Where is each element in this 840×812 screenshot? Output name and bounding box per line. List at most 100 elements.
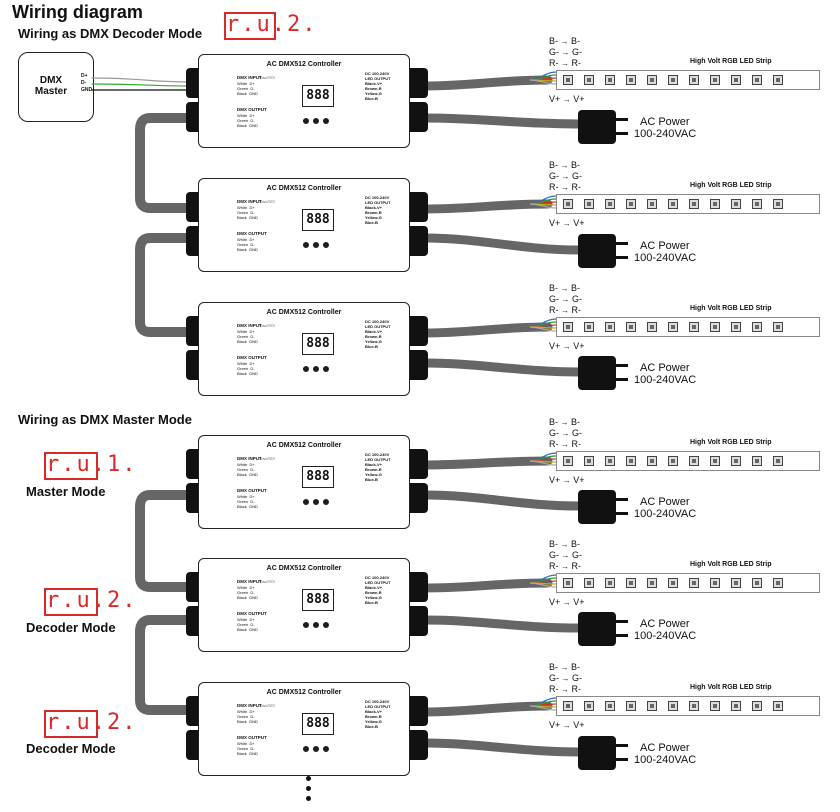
- controller-name: AC DMX512 Controller: [266, 185, 342, 192]
- button-labels: 0-5 0-8 0-8: [303, 119, 329, 123]
- wire-label-left: B-: [549, 36, 558, 46]
- plug-prong: [616, 634, 628, 637]
- button: [313, 366, 319, 372]
- button: [303, 746, 309, 752]
- dmx-input-lines: White D+ Green D- Black GND: [237, 329, 258, 344]
- arrow-icon: →: [561, 551, 570, 560]
- led-chip: [710, 75, 720, 85]
- led-chip: [584, 701, 594, 711]
- dmx-pin-dminus: D-: [81, 80, 87, 86]
- button: [313, 622, 319, 628]
- led-output-spec: DC 100-240V LED OUTPUT Black-V+ Brown-R …: [365, 319, 391, 349]
- led-chip: [731, 199, 741, 209]
- led-chip: [773, 701, 783, 711]
- wire-label-right: G-: [572, 47, 583, 57]
- ac-power-line1: AC Power: [640, 362, 690, 374]
- led-chip: [647, 701, 657, 711]
- wire-label-right: R-: [571, 182, 582, 192]
- dmx-master-label-1: DMX: [39, 75, 63, 86]
- wire-label-right: R-: [571, 305, 582, 315]
- led-chip: [647, 456, 657, 466]
- led-display: 888: [302, 333, 334, 355]
- arrow-icon: →: [561, 48, 570, 57]
- led-chip: [668, 578, 678, 588]
- led-strip: [556, 451, 820, 471]
- led-chip: [626, 199, 636, 209]
- ac-plug-icon: [578, 490, 616, 524]
- led-chip: [731, 75, 741, 85]
- led-chip: [773, 322, 783, 332]
- button: [303, 622, 309, 628]
- dmx-output-lines: White D+ Green D- Black GND: [237, 741, 258, 756]
- led-chip: [731, 456, 741, 466]
- ac-plug-icon: [578, 736, 616, 770]
- ac-power-line1: AC Power: [640, 618, 690, 630]
- button-labels: 0-5 0-8 0-8: [303, 623, 329, 627]
- led-chip: [647, 578, 657, 588]
- led-chip: [689, 199, 699, 209]
- dmx-input-title: DMX INPUT: [237, 75, 262, 80]
- led-output-spec: DC 100-240V LED OUTPUT Black-V+ Brown-R …: [365, 71, 391, 101]
- wire-label-right: G-: [572, 550, 583, 560]
- led-chip: [563, 322, 573, 332]
- controller-name: AC DMX512 Controller: [266, 61, 342, 68]
- button-group: [303, 739, 335, 757]
- arrow-icon: →: [561, 685, 570, 694]
- decoder-mode-label-2: Decoder Mode: [26, 741, 116, 756]
- arrow-icon: →: [561, 562, 570, 571]
- vplus-right: V+: [573, 597, 585, 607]
- ac-plug-icon: [578, 110, 616, 144]
- led-chip: [689, 456, 699, 466]
- led-chip: [626, 578, 636, 588]
- led-chip: [773, 456, 783, 466]
- ac-power-line1: AC Power: [640, 496, 690, 508]
- wire-label-left: B-: [549, 283, 558, 293]
- led-chip: [626, 75, 636, 85]
- button: [313, 118, 319, 124]
- wire-label-right: G-: [572, 428, 583, 438]
- led-chip: [752, 199, 762, 209]
- led-chip: [710, 322, 720, 332]
- controller-name: AC DMX512 Controller: [266, 689, 342, 696]
- dmx-input-title: DMX INPUT: [237, 703, 262, 708]
- led-chip: [752, 456, 762, 466]
- strip-label: High Volt RGB LED Strip: [690, 182, 772, 189]
- ac-power-line1: AC Power: [640, 742, 690, 754]
- section-title-master: Wiring as DMX Master Mode: [18, 412, 192, 427]
- wire-label-left: G-: [549, 550, 559, 560]
- led-output-spec: DC 100-240V LED OUTPUT Black-V+ Brown-R …: [365, 195, 391, 225]
- arrow-icon: →: [561, 674, 570, 683]
- led-chip: [689, 75, 699, 85]
- vplus-left: V+: [549, 94, 561, 104]
- vplus-right: V+: [573, 218, 585, 228]
- led-display: 888: [302, 85, 334, 107]
- section-title-decoder: Wiring as DMX Decoder Mode: [18, 26, 203, 41]
- ac-power-line2: 100-240VAC: [634, 128, 697, 140]
- wire-label-right: G-: [572, 673, 583, 683]
- ac-power-line2: 100-240VAC: [634, 754, 697, 766]
- ac-power-line1: AC Power: [640, 240, 690, 252]
- plug-prong: [616, 498, 628, 501]
- led-chip: [647, 75, 657, 85]
- led-chip: [752, 322, 762, 332]
- dmx-input-title: DMX INPUT: [237, 199, 262, 204]
- strip-wire: [529, 79, 557, 85]
- wire-label-right: R-: [571, 439, 582, 449]
- led-chip: [731, 701, 741, 711]
- led-display: 888: [302, 466, 334, 488]
- wire-label-right: B-: [571, 160, 581, 170]
- led-chip: [584, 199, 594, 209]
- dmx-input-lines: White D+ Green D- Black GND: [237, 709, 258, 724]
- strip-label: High Volt RGB LED Strip: [690, 305, 772, 312]
- wire-label-right: B-: [571, 539, 581, 549]
- led-chip: [584, 578, 594, 588]
- button-labels: 0-5 0-8 0-8: [303, 367, 329, 371]
- master-mode-label: Master Mode: [26, 484, 106, 499]
- plug-prong: [616, 758, 628, 761]
- button: [323, 118, 329, 124]
- wire-label-left: B-: [549, 539, 558, 549]
- led-chip: [605, 322, 615, 332]
- dmx-input-title: DMX INPUT: [237, 579, 262, 584]
